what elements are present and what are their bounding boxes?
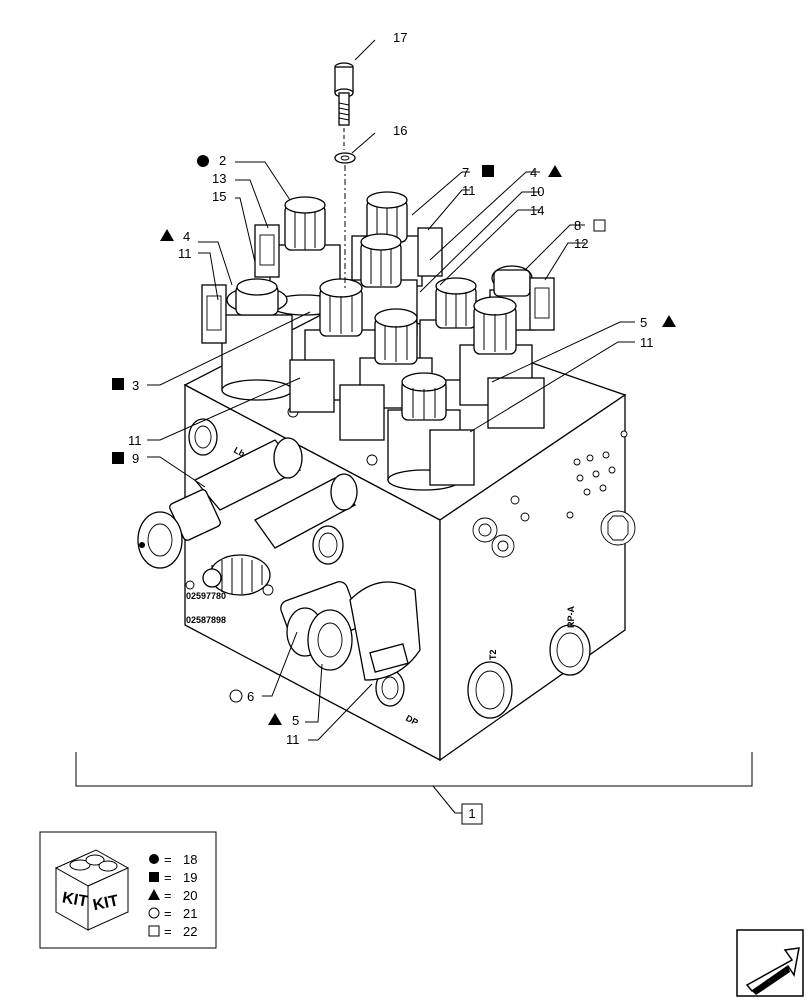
callout-9: 9	[132, 451, 139, 466]
filled-triangle-symbol	[268, 713, 282, 725]
callout-17: 17	[393, 30, 407, 45]
legend-eq-3: =	[164, 888, 172, 903]
connector-front-left	[339, 384, 385, 441]
valve-6-5	[280, 581, 421, 681]
washer-16	[334, 152, 356, 164]
legend-value-21: 21	[183, 906, 197, 921]
callout-11-mid: 11	[128, 433, 142, 448]
assembly-bracket	[75, 752, 753, 787]
valve-front	[387, 372, 461, 491]
connector-mid	[289, 359, 335, 413]
legend-filled-circle	[149, 854, 159, 864]
solenoid-valves	[201, 191, 555, 491]
callout-11-bottom: 11	[286, 732, 300, 747]
filled-triangle-symbol	[160, 229, 174, 241]
callout-13: 13	[212, 171, 226, 186]
open-square-symbol	[593, 219, 606, 232]
callout-3: 3	[132, 378, 139, 393]
callout-12: 12	[574, 236, 588, 251]
filled-square-symbol	[482, 165, 494, 177]
engraving-t2: T2	[488, 649, 498, 660]
callout-14: 14	[530, 203, 544, 218]
callout-1: 1	[468, 806, 475, 821]
valve-second	[202, 473, 358, 596]
valve-5	[459, 296, 533, 406]
kit-box-icon: KIT KIT	[54, 849, 130, 931]
leader-lines	[147, 39, 635, 741]
filled-square-symbol	[112, 378, 124, 390]
legend-value-22: 22	[183, 924, 197, 939]
callout-4-top: 4	[530, 165, 537, 180]
legend-filled-triangle	[148, 889, 160, 900]
callout-11-right: 11	[640, 335, 654, 350]
connector-front	[429, 429, 475, 486]
legend-value-20: 20	[183, 888, 197, 903]
kit-label-right: KIT	[91, 892, 120, 914]
callout-5-right: 5	[640, 315, 647, 330]
callout-2: 2	[219, 153, 226, 168]
callout-4-left: 4	[183, 229, 190, 244]
callout-7: 7	[462, 165, 469, 180]
engraving-number-2: 02587898	[186, 615, 226, 625]
callout-11-top: 11	[462, 183, 476, 198]
kit-label-left: KIT	[61, 889, 90, 910]
legend-filled-square	[149, 872, 159, 882]
callout-10: 10	[530, 184, 544, 199]
valve-4	[221, 278, 293, 401]
connector-right	[487, 377, 545, 429]
callout-5-bottom: 5	[292, 713, 299, 728]
legend-value-19: 19	[183, 870, 197, 885]
kit-legend: KIT KIT = 18 = 19 = 20 = 21 = 22	[39, 831, 217, 949]
open-circle-symbol	[229, 689, 243, 703]
callout-15: 15	[212, 189, 226, 204]
legend-eq-4: =	[164, 906, 172, 921]
callout-6: 6	[247, 689, 254, 704]
legend-eq-5: =	[164, 924, 172, 939]
callout-box-1	[461, 803, 483, 825]
legend-open-square	[148, 925, 160, 937]
bolt-17	[334, 62, 354, 126]
filled-square-symbol	[112, 452, 124, 464]
filled-triangle-symbol	[662, 315, 676, 327]
legend-value-18: 18	[183, 852, 197, 867]
engraving-number-1: 02597780	[186, 591, 226, 601]
legend-eq-1: =	[164, 852, 172, 867]
legend-eq-2: =	[164, 870, 172, 885]
callout-8: 8	[574, 218, 581, 233]
callout-16: 16	[393, 123, 407, 138]
valve-9	[137, 437, 303, 569]
callout-11-left: 11	[178, 246, 192, 261]
engraving-rp: RP-A	[566, 606, 576, 628]
next-page-arrow-icon[interactable]	[736, 929, 804, 997]
filled-circle-symbol	[197, 155, 209, 167]
legend-open-circle	[148, 907, 160, 919]
filled-triangle-symbol	[548, 165, 562, 177]
